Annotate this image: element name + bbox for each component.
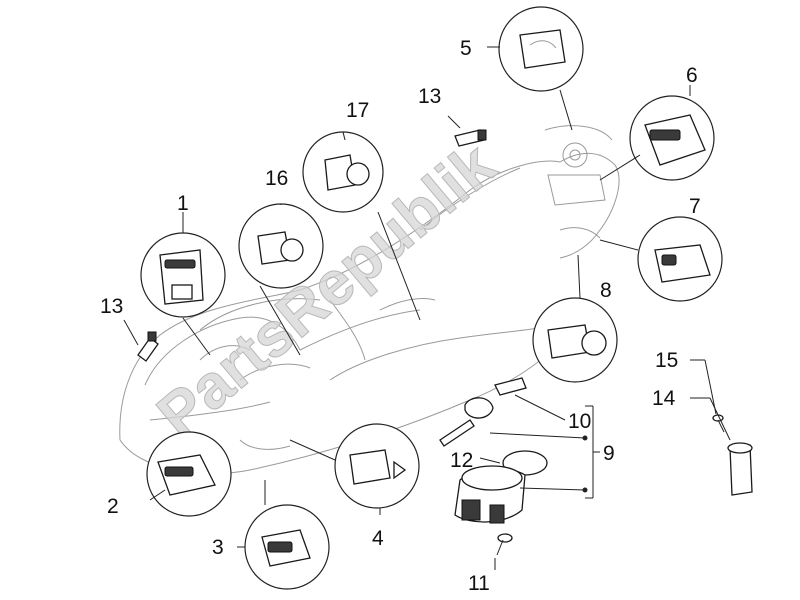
part-1-switch[interactable] [140,232,226,318]
part-13-bulb-top[interactable] [454,129,487,147]
part-8-button[interactable] [532,297,618,383]
callout-6: 6 [686,64,698,87]
callout-16: 16 [265,167,288,190]
part-5-cover[interactable] [498,6,584,92]
part-6-switch-block[interactable] [629,95,715,181]
callout-12: 12 [450,449,473,472]
part-13-bulb-left[interactable] [137,331,159,362]
callout-11: 11 [468,572,490,595]
callout-15: 15 [655,349,678,372]
callout-8: 8 [600,279,612,302]
part-10-keys[interactable] [439,377,527,447]
callout-2: 2 [107,495,119,518]
callout-13-top: 13 [418,85,441,108]
part-17-button[interactable] [302,131,384,213]
part-9-ignition-lock[interactable] [454,465,526,524]
callout-labels: 1 17 16 13 13 5 6 7 8 10 9 12 11 15 14 2… [100,37,701,595]
dashboard-gear-icon [562,142,588,168]
part-14-switch[interactable] [727,442,753,496]
callout-9: 9 [603,442,615,465]
part-2-switch[interactable] [146,431,232,517]
callout-5: 5 [460,37,472,60]
part-16-button[interactable] [238,203,324,289]
callout-3: 3 [212,536,224,559]
callout-14: 14 [652,387,676,410]
part-7-switch[interactable] [637,216,723,302]
callout-17: 17 [346,99,369,122]
callout-7: 7 [689,195,701,218]
leader-lines [123,46,731,570]
part-11-screw[interactable] [496,533,513,556]
part-4-button[interactable] [334,423,420,509]
callout-4: 4 [372,527,384,550]
callout-10: 10 [568,410,591,433]
callout-1: 1 [177,192,189,215]
callout-13-left: 13 [100,295,123,318]
part-3-switch[interactable] [244,504,330,590]
